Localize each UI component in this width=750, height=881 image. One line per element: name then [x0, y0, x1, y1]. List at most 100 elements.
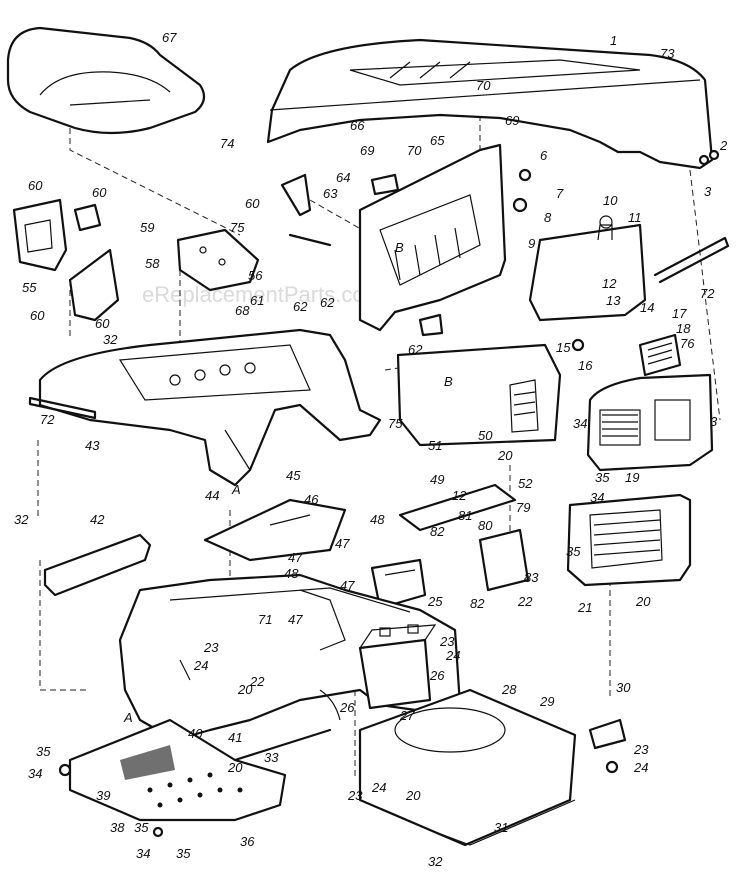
callout-49: 48 [284, 566, 299, 581]
callout-59-c: 60 [245, 196, 260, 211]
seat-support [43, 533, 152, 597]
callout-45: 45 [286, 468, 301, 483]
callout-24-c: 24 [633, 760, 648, 775]
callout-20-a: 20 [497, 448, 513, 463]
side-panel [396, 343, 562, 447]
hardware [58, 149, 720, 838]
footrest [68, 718, 287, 822]
callout-59-a: 60 [28, 178, 43, 193]
callout-40: 40 [188, 726, 203, 741]
letter-b-a: B [395, 240, 404, 255]
callout-10: 10 [603, 193, 618, 208]
callout-83: 82 [430, 524, 445, 539]
callout-50: 47 [288, 612, 303, 627]
callout-11: 11 [628, 210, 642, 225]
callout-34: 36 [240, 834, 255, 849]
callout-15: 15 [556, 340, 571, 355]
fender-bar [28, 396, 97, 420]
callout-51: 47 [340, 578, 355, 593]
callout-60: 55 [22, 280, 37, 295]
callout-18: 18 [676, 321, 691, 336]
callout-58: 56 [248, 268, 263, 283]
callout-26-a: 26 [429, 668, 445, 683]
callout-16: 16 [578, 358, 593, 373]
battery [358, 624, 437, 710]
callout-65: 62 [320, 295, 335, 310]
callout-69: 66 [350, 118, 365, 133]
solenoid-bracket [478, 528, 530, 592]
callout-37-a: 35 [595, 470, 610, 485]
callout-42: 42 [90, 512, 105, 527]
callout-81: 80 [478, 518, 493, 533]
callout-84: 82 [470, 596, 485, 611]
callout-20-c: 20 [237, 682, 253, 697]
callout-12-b: 12 [452, 488, 467, 503]
callout-1: 1 [610, 33, 617, 48]
callout-36-a: 34 [573, 416, 587, 431]
callout-23-b: 23 [439, 634, 455, 649]
callout-48: 47 [288, 550, 303, 565]
dash-tower [358, 143, 507, 332]
callout-39: 39 [96, 788, 110, 803]
callout-70: 67 [162, 30, 177, 45]
callout-41: 41 [228, 730, 242, 745]
callout-44: 44 [205, 488, 219, 503]
callout-64-b: 62 [408, 342, 423, 357]
callout-23-c: 23 [633, 742, 649, 757]
callout-21: 21 [577, 600, 592, 615]
fuel-tank [528, 215, 647, 322]
lower-grille [566, 493, 692, 587]
callout-43: 43 [85, 438, 100, 453]
callout-73-a: 70 [476, 78, 491, 93]
callout-46: 46 [304, 492, 319, 507]
headlight-bezel [638, 333, 682, 377]
callout-59-d: 60 [30, 308, 45, 323]
callout-33: 33 [264, 750, 279, 765]
callout-17: 17 [672, 306, 687, 321]
callout-76: 73 [660, 46, 675, 61]
callout-36-d: 34 [136, 846, 150, 861]
fender-pan [38, 328, 382, 487]
hood-rod [653, 236, 730, 284]
callout-61: 58 [145, 256, 160, 271]
callout-19: 19 [625, 470, 639, 485]
callout-20-e: 20 [405, 788, 421, 803]
callout-20-b: 20 [635, 594, 651, 609]
callout-74: 71 [258, 612, 272, 627]
rear-plate [358, 688, 577, 847]
callout-3-a: 3 [704, 184, 712, 199]
callout-55: 51 [428, 438, 442, 453]
callout-13: 13 [606, 293, 621, 308]
callout-32-c: 32 [428, 854, 443, 869]
callout-36-b: 34 [590, 490, 604, 505]
callout-22-a: 22 [517, 594, 533, 609]
control-lever-assembly [12, 198, 120, 322]
callout-82: 81 [458, 508, 472, 523]
callout-14: 14 [640, 300, 654, 315]
callout-32-a: 32 [103, 332, 118, 347]
callout-56: 52 [518, 476, 533, 491]
callout-79: 76 [680, 336, 695, 351]
hood [266, 38, 714, 170]
rod [233, 728, 332, 762]
callout-75-b: 72 [40, 412, 55, 427]
callout-59-e: 60 [95, 316, 110, 331]
letter-a-b: A [123, 710, 133, 725]
callout-37-c: 35 [36, 744, 51, 759]
callout-66: 63 [323, 186, 338, 201]
callout-64-a: 62 [293, 299, 308, 314]
callout-23-a: 23 [203, 640, 219, 655]
callout-6: 6 [540, 148, 548, 163]
callout-31: 31 [494, 820, 508, 835]
callout-80: 79 [516, 500, 530, 515]
callout-52: 48 [370, 512, 385, 527]
callout-25: 25 [427, 594, 443, 609]
callout-36-c: 34 [28, 766, 42, 781]
callout-26-b: 26 [339, 700, 355, 715]
callout-63: 61 [250, 293, 264, 308]
callout-78-b: 75 [388, 416, 403, 431]
seat [6, 26, 206, 135]
callout-20-d: 20 [227, 760, 243, 775]
callout-29: 29 [539, 694, 554, 709]
